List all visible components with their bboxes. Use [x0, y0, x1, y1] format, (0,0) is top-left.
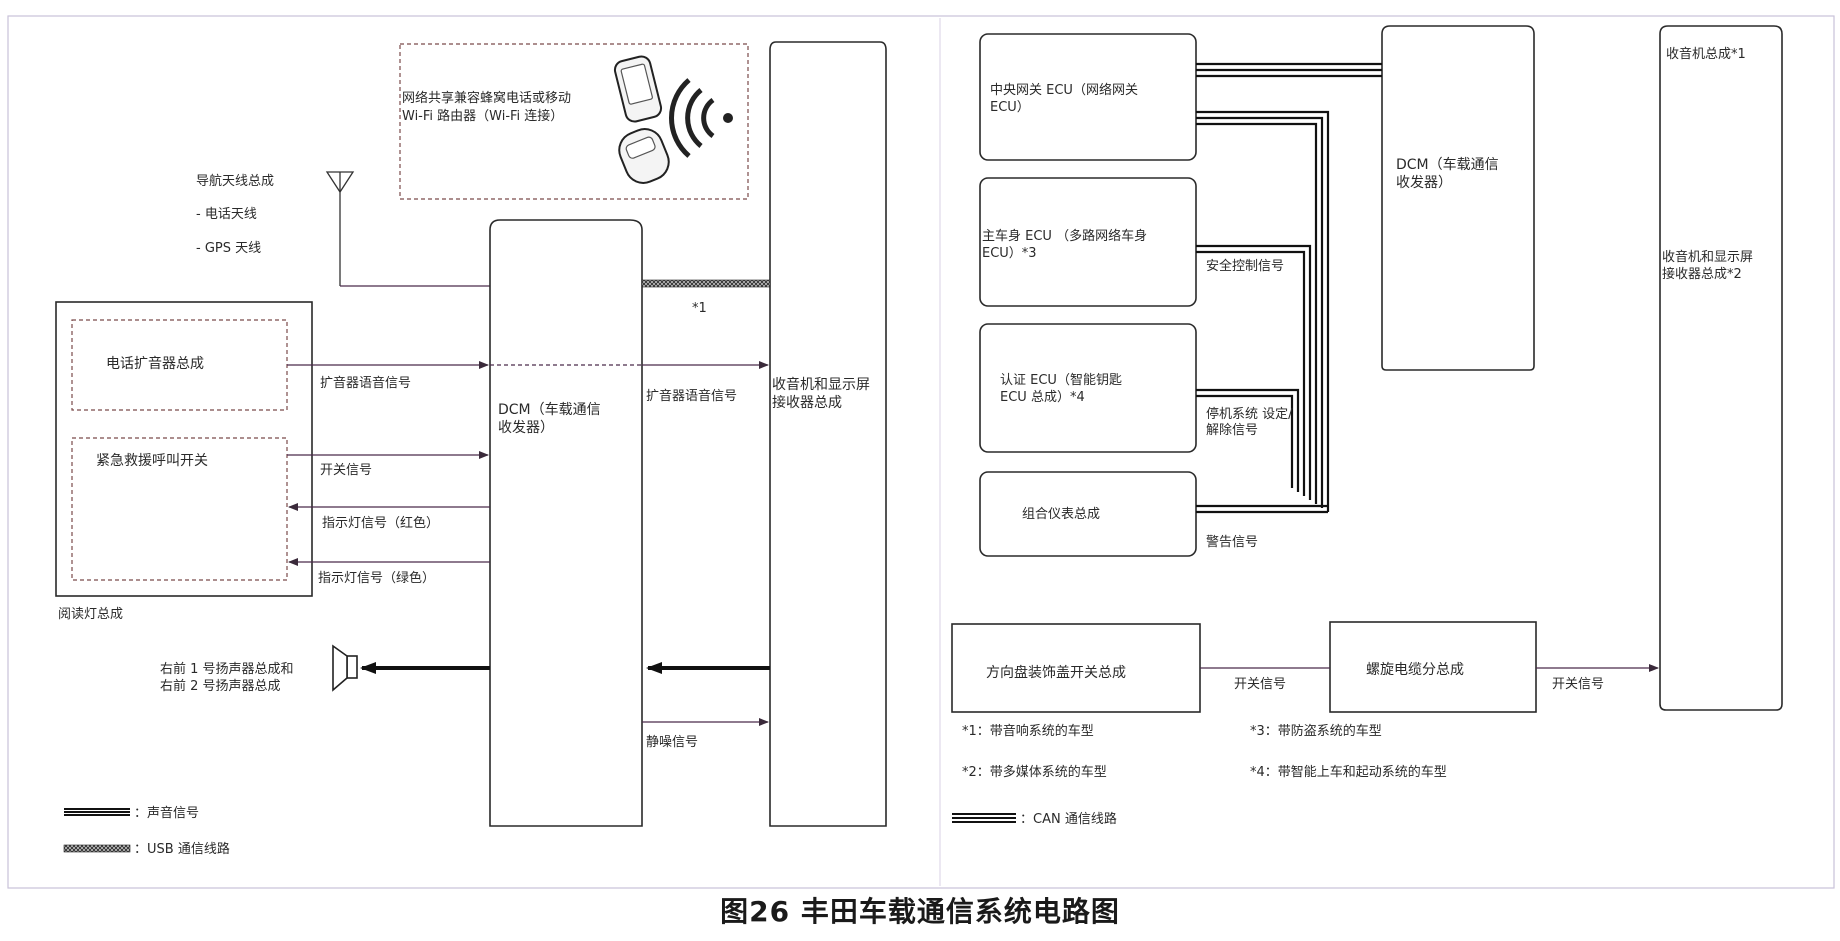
- outer-frame: [7, 15, 1835, 889]
- dcm-label-left-2: 收发器）: [498, 420, 554, 436]
- combination-meter-box: [979, 471, 1197, 557]
- radio-display-label-right-2: 接收器总成*2: [1662, 266, 1742, 282]
- security-signal-label: 安全控制信号: [1206, 258, 1284, 274]
- warning-signal-label: 警告信号: [1206, 534, 1258, 550]
- antenna-icon: [325, 171, 355, 286]
- reading-light-label: 阅读灯总成: [58, 607, 123, 622]
- indicator-red-label: 指示灯信号（红色）: [322, 515, 439, 531]
- antenna-label-2: - 电话天线: [196, 207, 257, 222]
- steering-pad-switch-box: [951, 623, 1201, 713]
- immobilizer-signal-label-2: 解除信号: [1206, 423, 1258, 438]
- speaker-label-2: 右前 2 号扬声器总成: [160, 678, 281, 694]
- dcm-box-right: [1381, 25, 1535, 371]
- legend-usb-label: ：USB 通信线路: [134, 841, 230, 857]
- central-gateway-box: [979, 33, 1197, 161]
- dcm-label-left-1: DCM（车载通信: [498, 401, 601, 418]
- radio-top-label: 收音机总成*1: [1666, 46, 1746, 62]
- legend-usb-swatch: [63, 844, 131, 853]
- mute-signal-label: 静噪信号: [646, 735, 698, 750]
- antenna-label-3: - GPS 天线: [196, 241, 261, 256]
- steering-pad-switch-label: 方向盘装饰盖开关总成: [986, 664, 1126, 681]
- emergency-switch-box: [71, 437, 288, 581]
- dcm-label-right-1: DCM（车载通信: [1396, 156, 1499, 173]
- radio-display-box-right: [1659, 25, 1783, 711]
- legend-sound-label: ：声音信号: [134, 805, 199, 821]
- certification-ecu-box: [979, 323, 1197, 453]
- cellphone-icon: [613, 55, 663, 123]
- phone-amp-label: 电话扩音器总成: [106, 355, 204, 372]
- main-body-ecu-label-1: 主车身 ECU （多路网络车身: [982, 228, 1147, 244]
- note-3: *3：带防盗系统的车型: [1250, 723, 1382, 739]
- amp-voice-label-2: 扩音器语音信号: [646, 388, 737, 404]
- speaker-label-1: 右前 1 号扬声器总成和: [160, 661, 294, 677]
- legend-can-swatch: [952, 813, 1016, 823]
- wifi-device-label-1: 网络共享兼容蜂窝电话或移动: [402, 90, 571, 106]
- speaker-icon: [332, 644, 358, 692]
- central-gateway-label-2: ECU）: [990, 100, 1030, 115]
- amp-voice-label-1: 扩音器语音信号: [320, 375, 411, 391]
- reading-light-box: [55, 301, 313, 597]
- emergency-switch-label: 紧急救援呼叫开关: [96, 453, 208, 469]
- immobilizer-signal-label-1: 停机系统 设定/: [1206, 406, 1293, 422]
- radio-display-label-right-1: 收音机和显示屏: [1662, 249, 1753, 265]
- radio-display-box-left: [769, 41, 887, 827]
- antenna-label-1: 导航天线总成: [196, 173, 274, 189]
- dcm-label-right-2: 收发器）: [1396, 175, 1452, 191]
- switch-signal-label-2: 开关信号: [1552, 677, 1604, 692]
- radio-display-label-left-1: 收音机和显示屏: [772, 376, 870, 393]
- usb-line: [641, 279, 771, 288]
- usb-note: *1: [692, 301, 707, 316]
- main-body-ecu-label-2: ECU）*3: [982, 246, 1037, 261]
- radio-display-label-left-2: 接收器总成: [772, 394, 842, 411]
- indicator-green-label: 指示灯信号（绿色）: [318, 570, 435, 586]
- legend-sound-swatch: [64, 808, 130, 816]
- can-bus-lines: [1196, 62, 1382, 514]
- spiral-cable-label: 螺旋电缆分总成: [1366, 662, 1464, 678]
- legend-can-label: ：CAN 通信线路: [1020, 811, 1117, 827]
- central-gateway-label-1: 中央网关 ECU（网络网关: [990, 82, 1138, 98]
- router-icon: [618, 128, 670, 184]
- note-1: *1：带音响系统的车型: [962, 723, 1094, 739]
- combination-meter-label: 组合仪表总成: [1022, 507, 1100, 522]
- note-2: *2：带多媒体系统的车型: [962, 764, 1107, 780]
- wifi-device-label-2: Wi-Fi 路由器（Wi-Fi 连接）: [402, 108, 563, 124]
- note-4: *4：带智能上车和起动系统的车型: [1250, 764, 1447, 780]
- main-body-ecu-box: [979, 177, 1197, 307]
- figure-caption: 图26 丰田车载通信系统电路图: [720, 895, 1120, 928]
- spiral-cable-box: [1329, 621, 1537, 713]
- certification-ecu-label-1: 认证 ECU（智能钥匙: [1000, 373, 1122, 388]
- certification-ecu-label-2: ECU 总成）*4: [1000, 390, 1085, 405]
- switch-signal-label: 开关信号: [320, 463, 372, 478]
- wifi-signal-icon: [669, 78, 733, 158]
- dcm-box-left: [489, 219, 643, 827]
- switch-signal-label-1: 开关信号: [1234, 677, 1286, 692]
